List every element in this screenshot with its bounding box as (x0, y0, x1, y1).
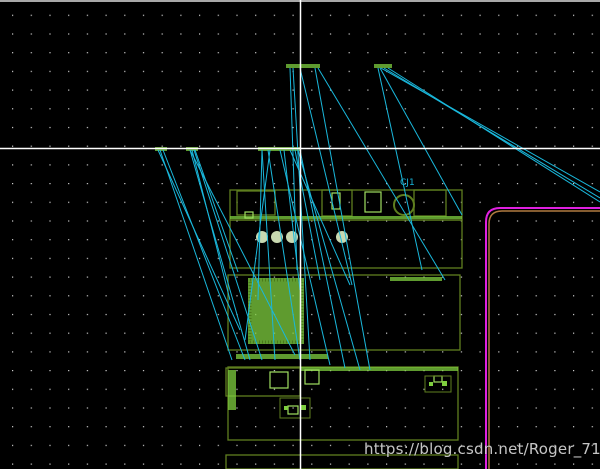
ratsnest-line (297, 149, 361, 371)
round-pad (271, 231, 283, 243)
ratsnest-line (257, 149, 263, 301)
ratsnest-line (314, 67, 371, 371)
component-outline (236, 190, 276, 216)
pad-strip (374, 64, 392, 68)
designator-cj1: CJ1 (400, 178, 415, 188)
ratsnest-line (387, 67, 600, 203)
ratsnest-line (317, 67, 446, 281)
ratsnest-line (292, 67, 311, 361)
pad-strip (300, 367, 458, 371)
ratsnest-line (189, 149, 251, 361)
smd-component (304, 369, 320, 385)
pad (429, 382, 433, 386)
ratsnest-line (299, 149, 346, 369)
ratsnest-layer (157, 67, 600, 371)
round-pad (286, 231, 298, 243)
component-outline (424, 375, 452, 393)
ratsnest-line (377, 67, 423, 271)
ratsnest-line (244, 149, 271, 341)
ratsnest-line (261, 149, 276, 361)
component-outline (225, 454, 459, 469)
pad-strip (390, 277, 442, 281)
ratsnest-line (294, 149, 321, 281)
pad-strip (228, 370, 236, 410)
ratsnest-line (159, 149, 233, 361)
ratsnest-line (283, 149, 301, 291)
ratsnest-line (191, 149, 231, 301)
watermark: https://blog.csdn.net/Roger_717 (364, 440, 600, 458)
ratsnest-line (194, 149, 239, 273)
pad-strip (230, 216, 462, 219)
pad (442, 381, 447, 386)
component-outline (279, 397, 311, 419)
ratsnest-line (157, 149, 241, 331)
ratsnest-line (289, 67, 298, 271)
ratsnest-line (379, 67, 463, 216)
smd-component (364, 191, 382, 213)
connector-outline (393, 194, 415, 216)
pad-strip (286, 64, 320, 68)
ratsnest-line (383, 67, 600, 199)
pad-strip (236, 354, 328, 359)
board-outline (485, 207, 600, 469)
ratsnest-line (267, 149, 301, 361)
pad-strip (248, 278, 304, 344)
ratsnest-line (162, 149, 246, 361)
smd-component (269, 371, 289, 389)
ratsnest-line (299, 67, 353, 286)
pad (301, 405, 306, 410)
component-outline (227, 274, 461, 351)
pad (284, 406, 288, 410)
keepout-outline (488, 210, 600, 469)
component-outline (229, 219, 463, 269)
ratsnest-line (193, 149, 263, 361)
smd-component (244, 211, 254, 219)
